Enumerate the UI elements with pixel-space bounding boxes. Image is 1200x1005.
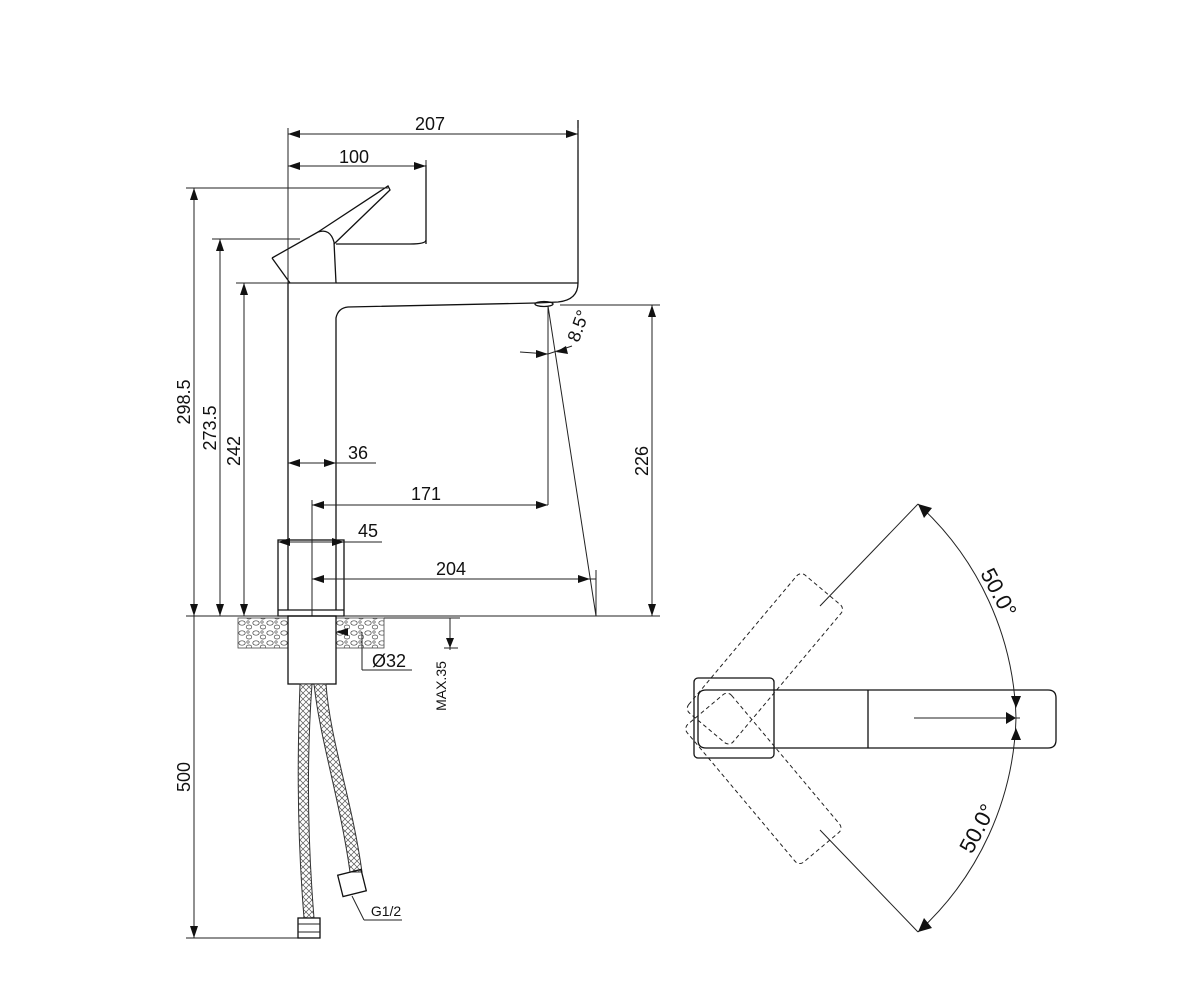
label-298-5: 298.5 — [174, 379, 194, 424]
label-500: 500 — [174, 762, 194, 792]
dim-body-height: 242 — [224, 283, 248, 616]
label-207: 207 — [415, 114, 445, 134]
label-max-35: MAX.35 — [433, 661, 449, 711]
dim-spout-angle: 8.5° — [519, 307, 593, 358]
side-view: 207 100 298.5 273.5 242 — [174, 114, 660, 939]
dim-overall-length: 207 — [288, 114, 578, 138]
label-36: 36 — [348, 443, 368, 463]
hose-nut-left — [297, 917, 321, 939]
label-273-5: 273.5 — [200, 405, 220, 450]
label-g1-2: G1/2 — [371, 903, 402, 919]
top-lever-cw — [685, 692, 842, 865]
faucet-body — [271, 120, 579, 617]
label-204: 204 — [436, 559, 466, 579]
countertop: MAX.35 Ø32 — [237, 615, 460, 711]
label-8-5-deg: 8.5° — [563, 307, 593, 344]
top-base-plate — [693, 677, 775, 759]
braided-hoses: G1/2 — [297, 683, 402, 939]
label-d32: Ø32 — [372, 651, 406, 671]
hose-right — [313, 683, 363, 873]
dim-total-height: 298.5 — [174, 188, 198, 616]
label-50-deg-lower: 50.0° — [954, 800, 1000, 857]
top-view: 50.0° 50.0° — [685, 503, 1057, 933]
gravel-hatch-left — [237, 617, 289, 649]
dim-base-width: 45 — [278, 521, 382, 546]
top-lever-center — [697, 689, 1057, 749]
label-45: 45 — [358, 521, 378, 541]
dim-lever-height: 273.5 — [200, 239, 224, 616]
label-226: 226 — [632, 446, 652, 476]
label-50-deg-upper: 50.0° — [975, 564, 1021, 621]
label-171: 171 — [411, 484, 441, 504]
arc-upper — [917, 503, 1017, 719]
label-100: 100 — [339, 147, 369, 167]
dim-spout-clearance: 226 — [632, 305, 656, 616]
label-242: 242 — [224, 436, 244, 466]
hose-nut-right — [336, 868, 368, 898]
top-lever-ccw — [686, 573, 844, 745]
dim-reach-to-base: 204 — [312, 559, 596, 583]
dim-body-width: 36 — [288, 443, 376, 467]
extension-lines — [186, 128, 660, 939]
dim-hose-length: 500 — [174, 616, 198, 938]
arc-lower — [917, 717, 1017, 933]
dim-spout-reach: 171 — [312, 484, 548, 509]
dim-lever-length: 100 — [288, 147, 426, 170]
hose-left — [297, 683, 315, 919]
